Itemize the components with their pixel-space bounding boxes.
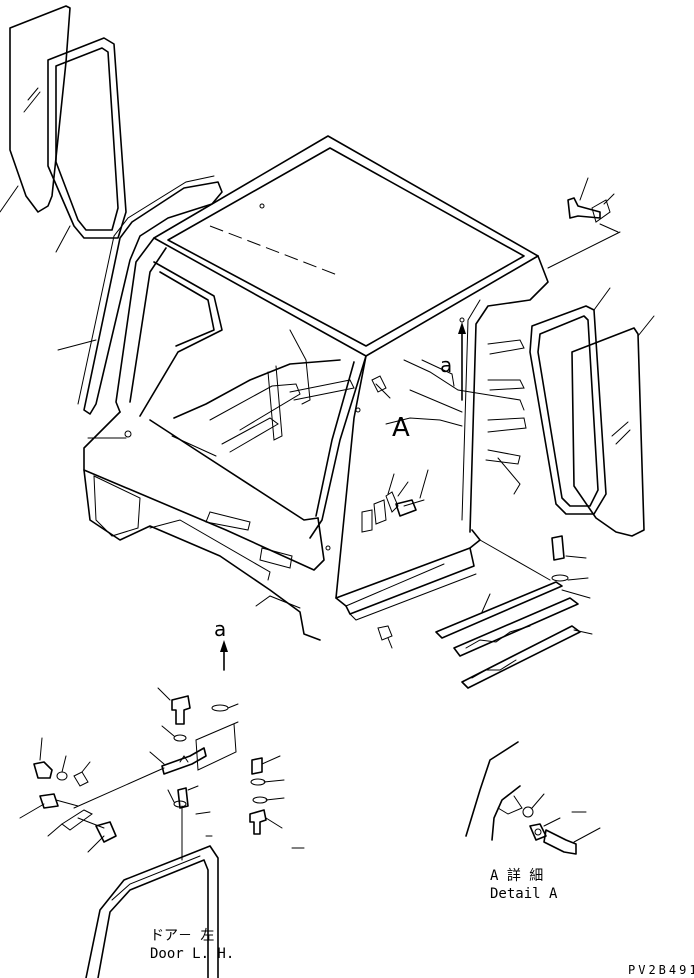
detail-a-drawing xyxy=(465,741,601,855)
step-plates xyxy=(345,535,593,689)
top-right-bolt-clip xyxy=(547,177,621,269)
cab-body xyxy=(83,135,549,641)
view-a-label: a xyxy=(440,353,452,377)
view-a-upper-label: A xyxy=(392,413,410,443)
door-hardware xyxy=(19,640,305,978)
left-weather-strip xyxy=(47,37,127,253)
middle-bolts xyxy=(373,469,429,525)
door-title-jp: ドア－ 左 xyxy=(150,928,214,944)
detail-a-title-jp: A 詳 細 xyxy=(490,868,543,884)
view-a-lower-label: a xyxy=(214,617,226,641)
left-glass-outer xyxy=(0,5,71,213)
right-window-seal xyxy=(529,287,611,515)
door-title-en: Door L. H. xyxy=(150,946,234,962)
detail-a-title-en: Detail A xyxy=(490,886,558,902)
right-window-glass xyxy=(571,315,655,537)
drawing-code: PV2B491 xyxy=(628,963,694,977)
